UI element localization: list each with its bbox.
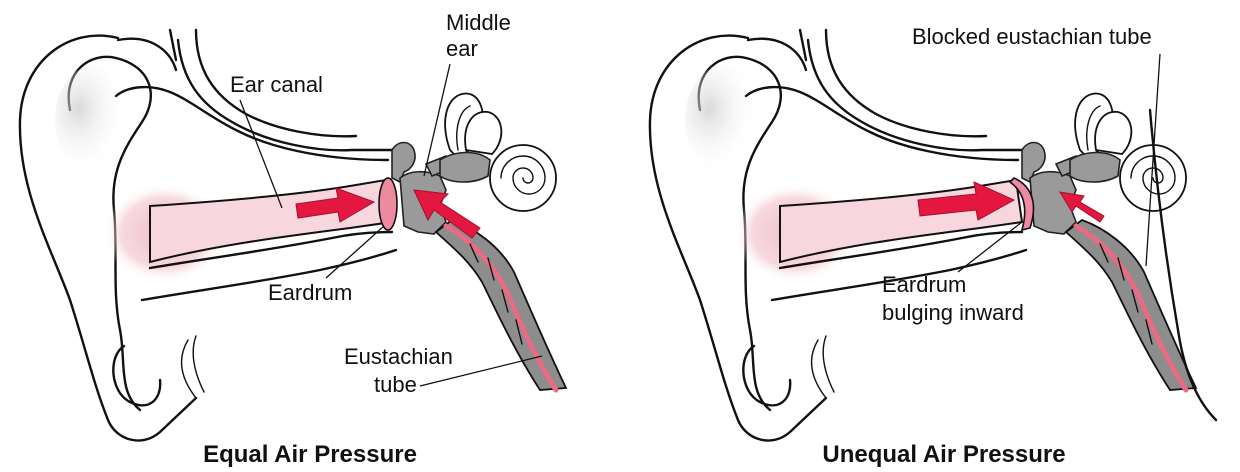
ear-anatomy-right <box>650 30 1196 441</box>
label-blocked-eustachian-tube: Blocked eustachian tube <box>912 24 1152 49</box>
right-panel-unequal-pressure: Blocked eustachian tube Eardrum bulging … <box>650 24 1216 468</box>
caption-unequal-air-pressure: Unequal Air Pressure <box>822 441 1065 468</box>
label-ear-canal: Ear canal <box>230 72 323 97</box>
label-eustachian-line2: tube <box>374 372 417 397</box>
label-middle-ear-line1: Middle <box>446 10 511 35</box>
eardrum-left <box>379 178 397 230</box>
label-eustachian-line1: Eustachian <box>344 344 453 369</box>
label-middle-ear-line2: ear <box>446 36 478 61</box>
left-panel-equal-pressure: Ear canal Middle ear Eardrum Eustachian … <box>20 10 566 468</box>
label-eardrum-bulging-line2: bulging inward <box>882 300 1024 325</box>
label-eardrum: Eardrum <box>268 280 352 305</box>
caption-equal-air-pressure: Equal Air Pressure <box>203 441 417 468</box>
label-eardrum-bulging-line1: Eardrum <box>882 272 966 297</box>
leader-ear-canal <box>240 100 282 208</box>
